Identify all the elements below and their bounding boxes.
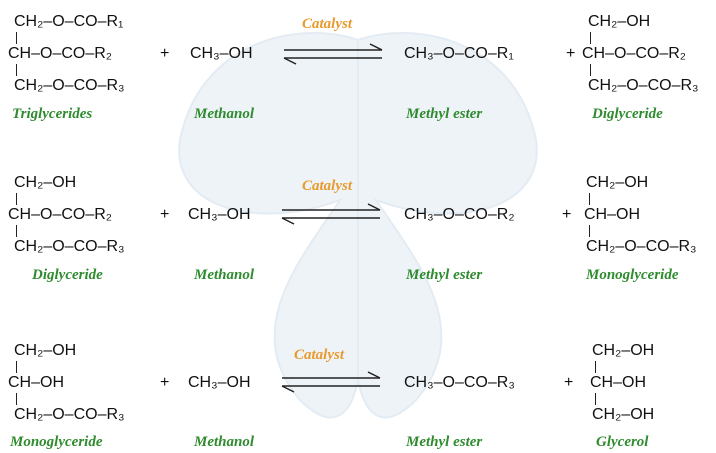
reactant1-line3: CH₂–O–CO–R₃ — [14, 238, 125, 255]
bond-line — [595, 361, 597, 373]
reactant1-line3: CH₂–O–CO–R₃ — [14, 77, 125, 94]
reactant1-line3: CH₂–O–CO–R₃ — [14, 406, 125, 423]
bond-line — [16, 64, 18, 76]
product2-label: Diglyceride — [592, 106, 663, 122]
bond-line — [16, 32, 18, 44]
product2-line3: CH₂–O–CO–R₃ — [586, 238, 697, 255]
methyl-ester-label: Methyl ester — [406, 267, 483, 283]
bond-line — [16, 193, 18, 205]
reactant1-line2: CH–O–CO–R₂ — [8, 206, 113, 223]
product2-line3: CH₂–O–CO–R₃ — [588, 77, 699, 94]
reactant1-line1: CH₂–O–CO–R₁ — [14, 13, 124, 30]
plus-sign: + — [160, 206, 170, 223]
methanol-formula: CH₃–OH — [188, 374, 251, 391]
product2-line1: CH₂–OH — [586, 174, 649, 191]
product2-label: Monoglyceride — [586, 267, 679, 283]
methanol-label: Methanol — [194, 434, 255, 450]
reactant1-line1: CH₂–OH — [14, 342, 77, 359]
plus-sign: + — [562, 206, 572, 223]
bond-line — [590, 32, 592, 44]
reactant1-line2: CH–OH — [8, 374, 65, 391]
bond-line — [16, 361, 18, 373]
product2-line3: CH₂–OH — [592, 406, 655, 423]
bond-line — [590, 64, 592, 76]
plus-sign: + — [566, 45, 576, 62]
catalyst-label: Catalyst — [302, 178, 353, 194]
catalyst-label: Catalyst — [294, 347, 345, 363]
reactant1-label: Triglycerides — [12, 106, 93, 122]
product2-label: Glycerol — [596, 434, 649, 450]
catalyst-label: Catalyst — [302, 16, 353, 32]
bond-line — [595, 393, 597, 405]
methanol-formula: CH₃–OH — [188, 206, 251, 223]
bond-line — [589, 193, 591, 205]
product2-line1: CH₂–OH — [588, 13, 651, 30]
product2-line2: CH–OH — [584, 206, 641, 223]
product2-line2: CH–O–CO–R₂ — [582, 45, 687, 62]
methyl-ester-formula: CH₃–O–CO–R₁ — [404, 45, 514, 62]
equilibrium-arrow-icon — [283, 43, 383, 65]
methyl-ester-label: Methyl ester — [406, 106, 483, 122]
plus-sign: + — [160, 45, 170, 62]
plus-sign: + — [160, 374, 170, 391]
methyl-ester-formula: CH₃–O–CO–R₃ — [404, 374, 515, 391]
methanol-label: Methanol — [194, 106, 255, 122]
methyl-ester-label: Methyl ester — [406, 434, 483, 450]
product2-line1: CH₂–OH — [592, 342, 655, 359]
reactant1-line1: CH₂–OH — [14, 174, 77, 191]
reactant1-line2: CH–O–CO–R₂ — [8, 45, 113, 62]
methyl-ester-formula: CH₃–O–CO–R₂ — [404, 206, 515, 223]
plus-sign: + — [564, 374, 574, 391]
reactant1-label: Diglyceride — [32, 267, 103, 283]
methanol-label: Methanol — [194, 267, 255, 283]
equilibrium-arrow-icon — [281, 371, 381, 393]
product2-line2: CH–OH — [590, 374, 647, 391]
bond-line — [16, 225, 18, 237]
methanol-formula: CH₃–OH — [190, 45, 253, 62]
equilibrium-arrow-icon — [281, 203, 381, 225]
bond-line — [589, 225, 591, 237]
bond-line — [16, 393, 18, 405]
reactant1-label: Monoglyceride — [10, 434, 103, 450]
